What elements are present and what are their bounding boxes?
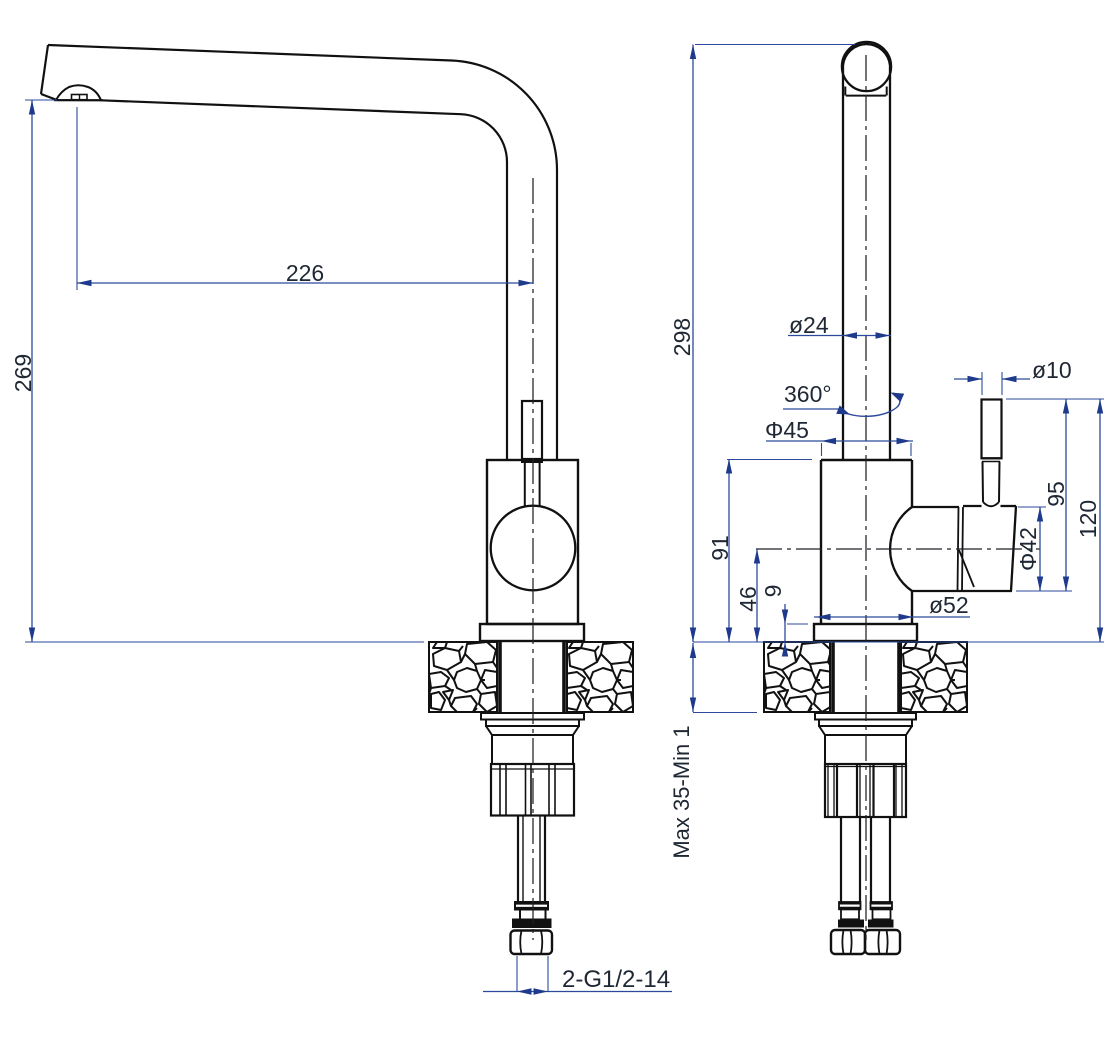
- svg-text:120: 120: [1075, 500, 1101, 538]
- svg-text:226: 226: [286, 260, 324, 286]
- svg-text:91: 91: [707, 535, 733, 561]
- svg-text:46: 46: [735, 586, 761, 612]
- svg-text:2-G1/2-14: 2-G1/2-14: [562, 966, 670, 993]
- svg-text:ø10: ø10: [1032, 357, 1072, 383]
- svg-text:Max 35-Min 1: Max 35-Min 1: [669, 725, 694, 858]
- svg-text:95: 95: [1043, 481, 1069, 507]
- svg-text:Φ45: Φ45: [765, 417, 809, 443]
- svg-text:ø52: ø52: [929, 592, 969, 618]
- svg-text:ø24: ø24: [789, 312, 829, 338]
- svg-text:298: 298: [669, 318, 695, 356]
- svg-text:Φ42: Φ42: [1015, 527, 1041, 571]
- svg-text:9: 9: [760, 585, 786, 598]
- svg-text:269: 269: [10, 354, 36, 392]
- svg-text:360°: 360°: [784, 381, 832, 407]
